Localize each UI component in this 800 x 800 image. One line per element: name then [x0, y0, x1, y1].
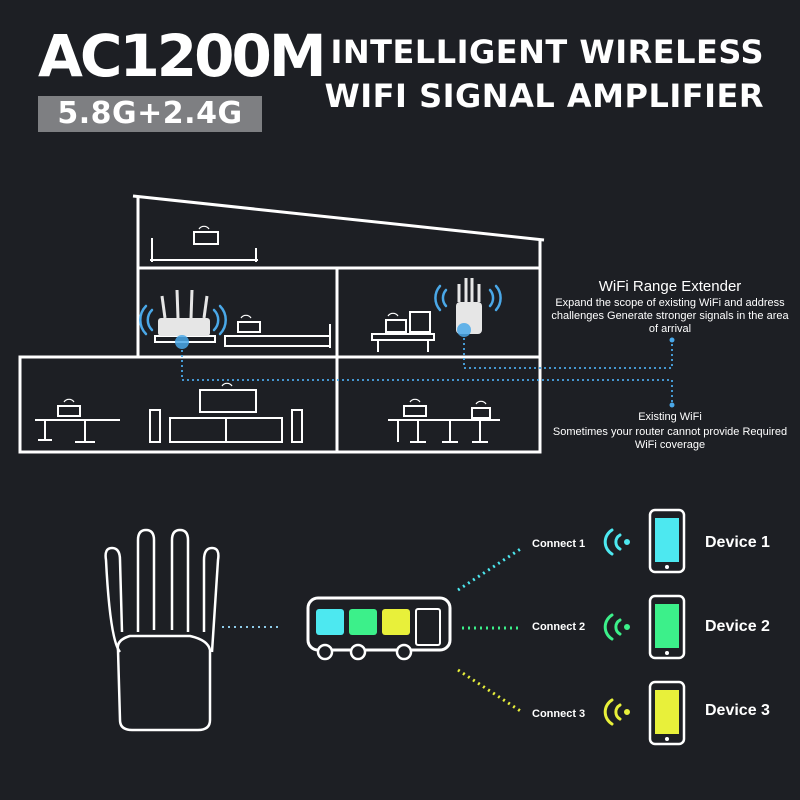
extender-device	[456, 278, 482, 337]
extender-note-title: WiFi Range Extender	[598, 278, 742, 295]
signal-icon-1	[603, 528, 630, 556]
band-badge: 5.8G+2.4G	[38, 96, 262, 132]
router-device	[158, 289, 210, 349]
device-label-3: Device 3	[705, 702, 770, 719]
upper-right-furniture	[371, 311, 435, 352]
phone-icon-3	[648, 680, 686, 746]
connect-label-2: Connect 2	[532, 621, 586, 633]
connect-label-3: Connect 3	[532, 708, 586, 720]
phone-icon-1	[648, 508, 686, 574]
extender-note-description: Expand the scope of existing WiFi and ad…	[551, 297, 789, 335]
ground-floor-outline	[18, 355, 542, 454]
phone-icon-2	[648, 594, 686, 660]
ground-left-furniture	[35, 389, 303, 443]
small-wifi-markers	[63, 225, 487, 405]
device-label-2: Device 2	[705, 618, 770, 635]
router-note-dot	[669, 402, 675, 408]
band-label: 5.8G+2.4G	[57, 96, 243, 131]
extender-outline	[104, 528, 220, 732]
connect-label-1: Connect 1	[532, 538, 586, 550]
ground-right-furniture	[388, 405, 500, 443]
branch-line-1	[457, 546, 523, 592]
signal-paths	[181, 338, 673, 403]
headline-line-2: WIFI SIGNAL AMPLIFIER	[324, 77, 764, 115]
house-diagram	[18, 194, 675, 454]
headline-line-1: INTELLIGENT WIRELESS	[330, 33, 764, 71]
attic-bed	[150, 231, 258, 262]
extender-note-dot	[669, 337, 675, 343]
router-note-title: Existing WiFi	[638, 411, 702, 423]
signal-arcs	[139, 284, 502, 336]
signal-icon-2	[603, 613, 630, 641]
model-name: AC1200M	[38, 22, 327, 90]
headline: INTELLIGENT WIRELESS WIFI SIGNAL AMPLIFI…	[294, 30, 764, 118]
signal-icon-3	[603, 698, 630, 726]
device-label-1: Device 1	[705, 534, 770, 551]
router-note-description: Sometimes your router cannot provide Req…	[552, 426, 788, 451]
device-hub	[306, 596, 452, 661]
connection-diagram	[104, 508, 686, 746]
branch-line-3	[457, 668, 523, 714]
roof-outline	[132, 194, 545, 242]
